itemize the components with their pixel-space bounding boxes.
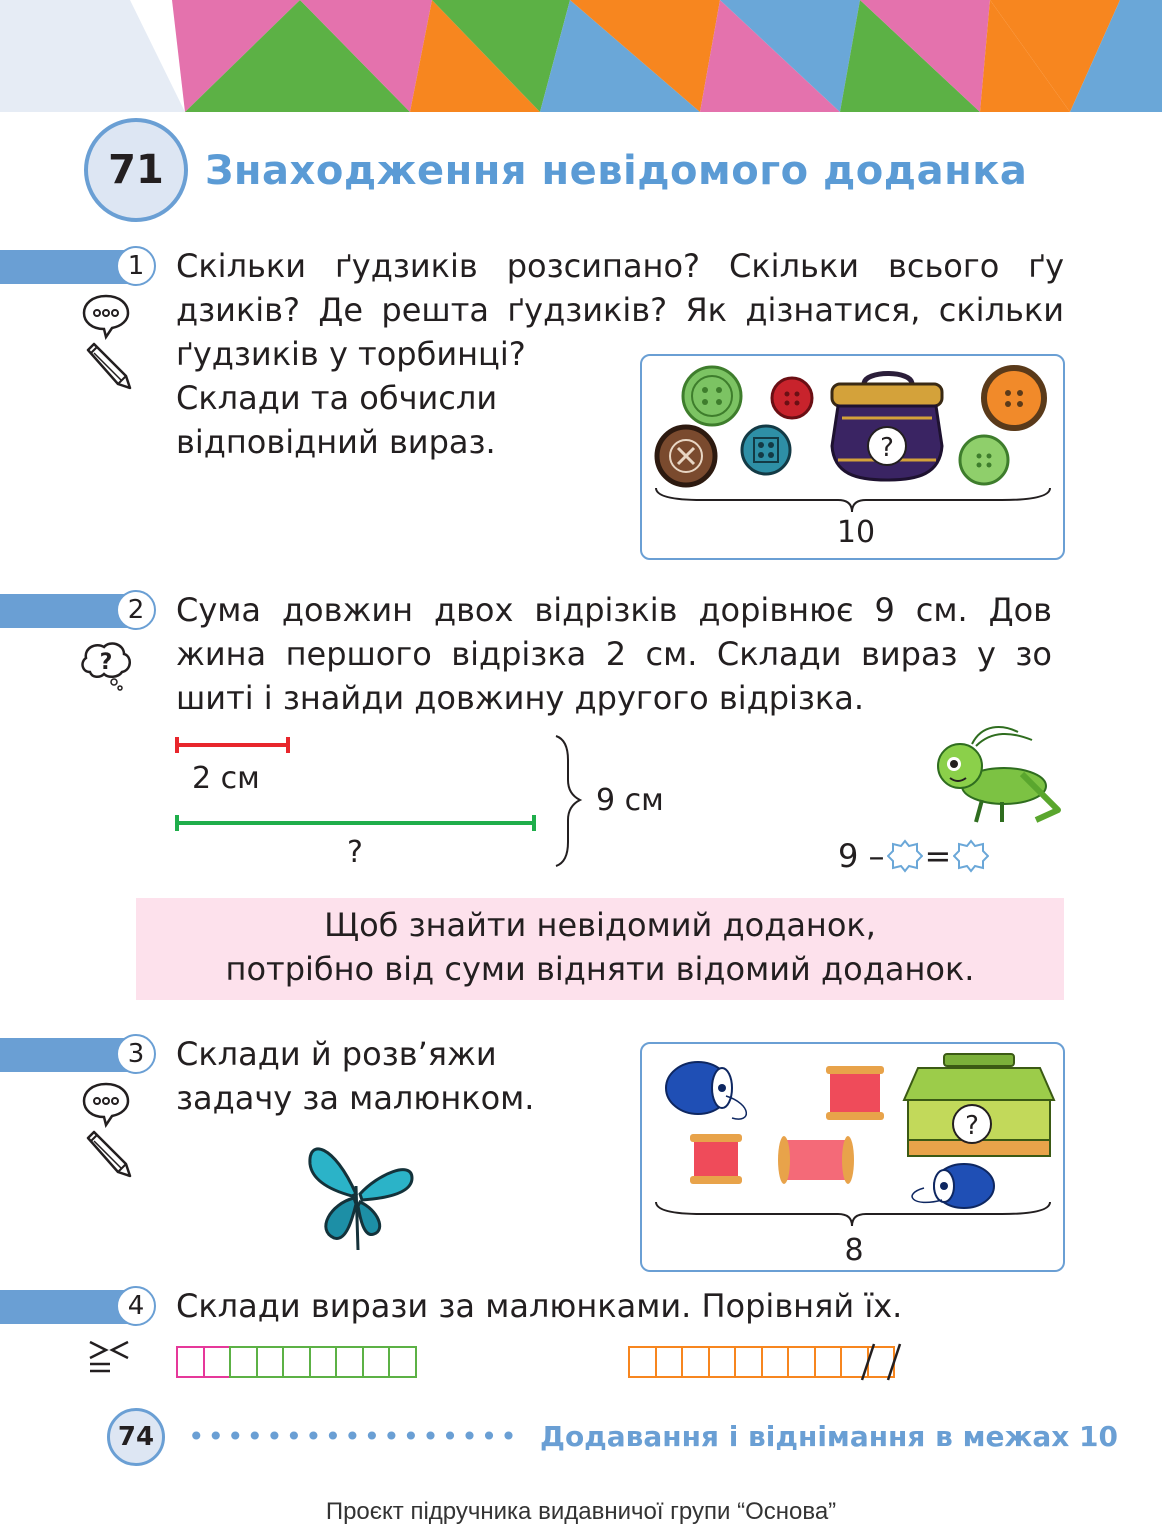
buttons-total: 10 [837, 515, 875, 550]
task-2-text-line-3: шиті і знайди довжину другого відрізка. [176, 679, 865, 717]
orange-cell [760, 1346, 789, 1378]
page-number-badge: 74 [107, 1408, 165, 1466]
orange-cell [734, 1346, 763, 1378]
total-brace [655, 487, 1051, 513]
orange-cell [707, 1346, 736, 1378]
task-1-number: 1 [116, 246, 156, 286]
equation-equals: = [924, 837, 952, 875]
orange-cell [628, 1346, 657, 1378]
task-3-text-line-1: Склади й розв’яжи [176, 1035, 497, 1073]
segments-total-label: 9 см [596, 783, 664, 818]
crossed-out-marks [860, 1343, 902, 1381]
segments-diagram: 2 см ? 9 см [175, 735, 664, 870]
rule-line-1: Щоб знайти невідомий доданок, [324, 906, 876, 944]
task-3-tab [0, 1038, 132, 1072]
bag-icon: ? [830, 371, 944, 482]
page-number: 74 [117, 1422, 155, 1452]
pencil-icon [86, 1130, 132, 1178]
rule-box: Щоб знайти невідомий доданок, потрібно в… [136, 898, 1064, 1000]
grasshopper-icon [937, 726, 1061, 823]
task-1-text-line-2: дзиків? Де решта ґудзиків? Як дізнатися,… [176, 291, 1064, 329]
question-thought-icon: ? [81, 642, 131, 691]
svg-text:?: ? [100, 650, 113, 675]
lesson-number: 71 [108, 147, 164, 193]
total-brace [655, 1201, 1051, 1227]
blue-thread-spool-icon [665, 1061, 748, 1120]
button-teal-icon [740, 424, 792, 476]
task-4-tab [0, 1290, 132, 1324]
button-brown-icon [654, 424, 718, 488]
green-cell [229, 1346, 258, 1378]
button-orange-icon [981, 365, 1047, 431]
task-1-text-line-3: ґудзиків у торбинці? [176, 335, 526, 373]
right-cell-strip [628, 1346, 895, 1378]
pink-cell [202, 1346, 231, 1378]
task-2-tab [0, 594, 132, 628]
orange-cell [813, 1346, 842, 1378]
speech-bubble-icon [82, 294, 130, 340]
task-4-text: Склади вирази за малюнками. Порівняй їх. [176, 1287, 903, 1325]
box-question-mark: ? [965, 1111, 979, 1141]
task-4-number: 4 [116, 1286, 156, 1326]
button-red-icon [770, 376, 814, 420]
task-1-picture: ? 10 [640, 354, 1065, 560]
left-cell-strip [176, 1346, 417, 1378]
button-green-icon [681, 365, 743, 427]
red-thread-spool-icon [826, 1066, 884, 1120]
task-1-text-line-5: відповідний вираз. [176, 423, 496, 461]
pencil-icon [86, 342, 132, 390]
footer-credit: Проєкт підручника видавничої групи “Осно… [325, 1498, 837, 1525]
button-lightgreen-icon [958, 434, 1010, 486]
blank-answer-box-icon [953, 839, 990, 873]
task-2-text-line-1: Сума довжин двох відрізків дорівнює 9 см… [176, 591, 1052, 629]
equation-start: 9 – [838, 837, 885, 875]
pink-cell [176, 1346, 205, 1378]
green-cell [255, 1346, 284, 1378]
bag-question-mark: ? [880, 433, 894, 463]
footer-topic: Додавання і віднімання в межах 10 [540, 1420, 1119, 1453]
speech-bubble-icon [82, 1082, 130, 1128]
task-1-text-line-4: Склади та обчисли [176, 379, 498, 417]
spools-and-box-illustration: ? 8 [655, 1053, 1056, 1268]
task-1-tab [0, 250, 132, 284]
buttons-and-bag-illustration: ? 10 [654, 365, 1051, 550]
blue-thread-spool-icon [911, 1163, 995, 1209]
task-2-equation: 9 – = [838, 836, 990, 876]
green-cell [335, 1346, 364, 1378]
task-3-text-line-2: задачу за малюнком. [176, 1079, 535, 1117]
orange-cell [681, 1346, 710, 1378]
task-1-text-line-1: Скільки ґудзиків розсипано? Скільки всьо… [176, 247, 1064, 285]
footer-dots: ••••••••••••••••• [188, 1420, 520, 1453]
segment-green [175, 815, 536, 831]
task-3-picture: ? 8 [640, 1042, 1065, 1272]
green-cell [282, 1346, 311, 1378]
segments-brace [555, 735, 583, 867]
sewing-box-icon: ? [902, 1053, 1056, 1157]
task-2-text-line-2: жина першого відрізка 2 см. Склади вираз… [176, 635, 1052, 673]
spools-total: 8 [844, 1233, 863, 1268]
task-2-number: 2 [116, 590, 156, 630]
lesson-number-badge: 71 [84, 118, 188, 222]
orange-cell [654, 1346, 683, 1378]
segment-red-label: 2 см [192, 761, 260, 796]
blank-answer-box-icon [886, 839, 923, 873]
red-thread-spool-icon [690, 1134, 742, 1184]
rule-line-2: потрібно від суми відняти відомий додано… [225, 950, 975, 988]
green-cell [308, 1346, 337, 1378]
green-cell [361, 1346, 390, 1378]
red-thread-spool-icon [778, 1136, 854, 1184]
butterfly-icon [308, 1147, 414, 1251]
segment-green-label: ? [347, 835, 363, 870]
orange-cell [787, 1346, 816, 1378]
decorative-banner [0, 0, 1162, 112]
segment-red [175, 737, 290, 753]
compare-signs-icon [89, 1340, 129, 1373]
lesson-title: Знаходження невідомого доданка [205, 148, 1028, 194]
task-3-number: 3 [116, 1034, 156, 1074]
green-cell [388, 1346, 417, 1378]
